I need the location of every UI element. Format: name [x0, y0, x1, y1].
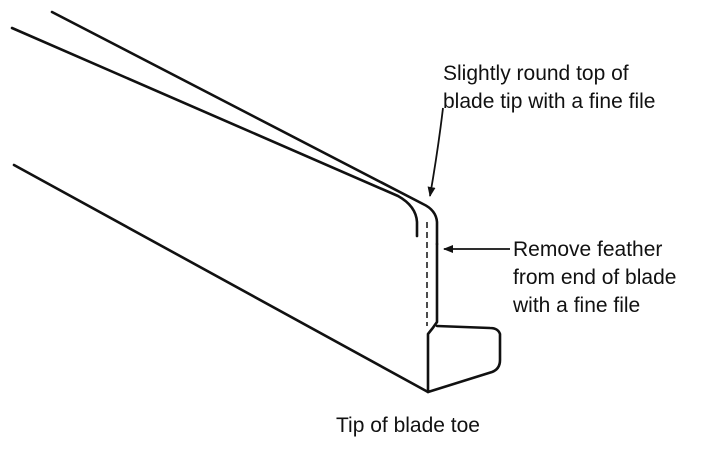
round-tip-label: Slightly round top of blade tip with a f…	[443, 60, 655, 116]
round-tip-label-line: Slightly round top of	[443, 62, 629, 85]
blade-end-profile	[426, 242, 502, 394]
blade-toe-label: Tip of blade toe	[336, 414, 480, 437]
blade-top-edge	[50, 10, 439, 246]
remove-feather-label-line: from end of blade	[513, 266, 677, 289]
blade-bevel-edge	[10, 26, 419, 238]
remove-feather-label-line: Remove feather	[513, 238, 663, 261]
round-tip-arrow	[427, 107, 444, 197]
remove-feather-label: Remove feather from end of blade with a …	[513, 236, 676, 320]
round-tip-label-line: blade tip with a fine file	[443, 90, 656, 113]
remove-feather-label-line: with a fine file	[513, 294, 641, 317]
blade-bottom-edge	[12, 163, 430, 394]
